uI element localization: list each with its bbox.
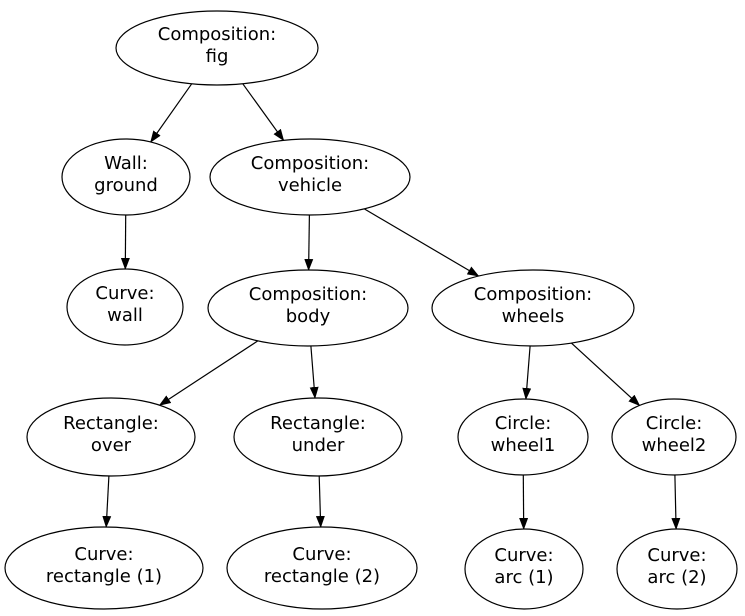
node-ellipse-ground xyxy=(61,138,191,216)
node-label-type-arc2: Curve: xyxy=(647,545,706,566)
node-label-type-rectangle1: Curve: xyxy=(74,544,133,565)
node-label-name-arc1: arc (1) xyxy=(494,567,553,588)
node-label-name-body: body xyxy=(286,306,331,327)
edge-under-rectangle2 xyxy=(315,475,325,528)
node-label-name-ground: ground xyxy=(94,175,158,196)
node-ellipse-wheels xyxy=(431,269,635,347)
edge-body-over xyxy=(158,340,259,406)
node-label-name-fig: fig xyxy=(206,46,229,67)
node-ellipse-arc1 xyxy=(464,528,584,610)
node-ellipse-vehicle xyxy=(209,138,411,216)
edge-over-rectangle1 xyxy=(102,475,112,528)
edge-wheels-wheel1 xyxy=(522,345,532,400)
node-label-name-wheel1: wheel1 xyxy=(491,435,556,456)
node-ellipse-rectangle2 xyxy=(226,526,418,610)
node-rectangle1: Curve:rectangle (1) xyxy=(4,526,204,610)
node-label-type-fig: Composition: xyxy=(158,24,276,45)
edges-layer xyxy=(102,83,681,530)
node-ellipse-arc2 xyxy=(616,528,738,610)
node-label-type-arc1: Curve: xyxy=(494,545,553,566)
node-ellipse-rectangle1 xyxy=(4,526,204,610)
node-label-name-rectangle2: rectangle (2) xyxy=(264,566,380,587)
node-label-type-vehicle: Composition: xyxy=(251,153,369,174)
node-label-type-wheel2: Circle: xyxy=(646,413,703,434)
node-ellipse-over xyxy=(26,397,196,477)
edge-body-under xyxy=(309,345,319,399)
node-wheel1: Circle:wheel1 xyxy=(457,398,589,476)
node-label-name-under: under xyxy=(292,435,345,456)
node-label-type-wheel1: Circle: xyxy=(495,413,552,434)
node-label-type-wall: Curve: xyxy=(95,283,154,304)
node-label-name-wall: wall xyxy=(107,305,143,326)
node-label-name-wheel2: wheel2 xyxy=(642,435,707,456)
node-vehicle: Composition:vehicle xyxy=(209,138,411,216)
node-label-type-wheels: Composition: xyxy=(474,284,592,305)
node-ellipse-wheel1 xyxy=(457,398,589,476)
node-label-type-over: Rectangle: xyxy=(63,413,159,434)
node-wheel2: Circle:wheel2 xyxy=(611,398,737,476)
node-label-name-arc2: arc (2) xyxy=(647,567,706,588)
node-label-name-wheels: wheels xyxy=(502,306,565,327)
node-label-name-vehicle: vehicle xyxy=(278,175,342,196)
node-label-name-rectangle1: rectangle (1) xyxy=(46,566,162,587)
edge-fig-ground xyxy=(150,83,193,143)
edge-vehicle-wheels xyxy=(363,208,480,277)
node-label-type-body: Composition: xyxy=(249,284,367,305)
edge-fig-vehicle xyxy=(242,83,285,142)
node-ellipse-fig xyxy=(115,10,319,86)
node-rectangle2: Curve:rectangle (2) xyxy=(226,526,418,610)
edge-wheels-wheel2 xyxy=(570,342,641,407)
node-ellipse-wall xyxy=(66,268,184,346)
node-arc2: Curve:arc (2) xyxy=(616,528,738,610)
node-label-type-under: Rectangle: xyxy=(270,413,366,434)
edge-wheel2-arc2 xyxy=(671,474,681,530)
node-ellipse-wheel2 xyxy=(611,398,737,476)
nodes-layer: Composition:figWall:groundComposition:ve… xyxy=(4,10,738,610)
node-label-type-rectangle2: Curve: xyxy=(292,544,351,565)
node-arc1: Curve:arc (1) xyxy=(464,528,584,610)
node-under: Rectangle:under xyxy=(233,397,403,477)
edge-vehicle-body xyxy=(304,214,314,271)
node-label-name-over: over xyxy=(91,435,132,456)
node-ground: Wall:ground xyxy=(61,138,191,216)
node-over: Rectangle:over xyxy=(26,397,196,477)
node-ellipse-body xyxy=(207,269,409,347)
node-fig: Composition:fig xyxy=(115,10,319,86)
node-wall: Curve:wall xyxy=(66,268,184,346)
node-wheels: Composition:wheels xyxy=(431,269,635,347)
node-label-type-ground: Wall: xyxy=(104,153,148,174)
node-body: Composition:body xyxy=(207,269,409,347)
node-ellipse-under xyxy=(233,397,403,477)
